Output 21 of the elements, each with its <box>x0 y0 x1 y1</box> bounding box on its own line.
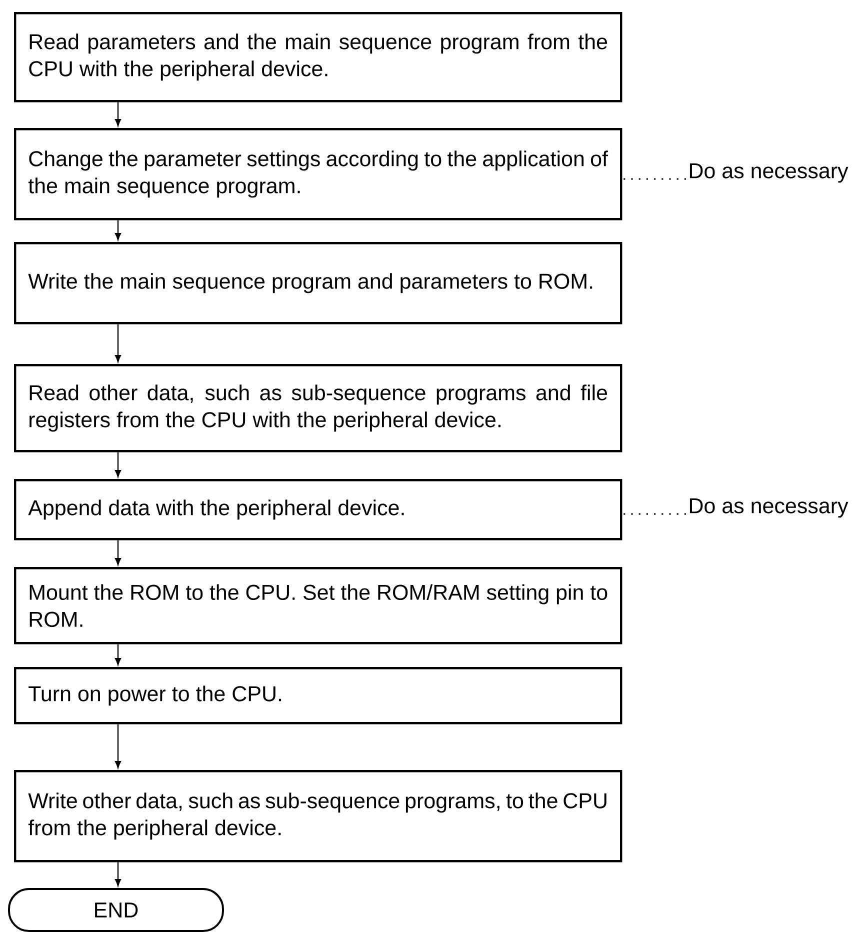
leader-line <box>622 513 686 515</box>
process-box: Write other data, such as sub-sequence programs, to the CPU from the peripheral device. <box>14 770 622 862</box>
process-box: Read other data, such as sub-sequence programs and file registers from the CPU with the peripheral device. <box>14 364 622 452</box>
process-box: Change the parameter settings according to the application of the main sequence program. <box>14 128 622 220</box>
process-box: Append data with the peripheral device. <box>14 479 622 540</box>
process-box: Write the main sequence program and parameters to ROM. <box>14 242 622 324</box>
side-note: Do as necessary <box>690 498 848 518</box>
arrow <box>114 102 122 126</box>
arrow <box>114 220 122 240</box>
side-note: Do as necessary <box>690 163 848 183</box>
arrow <box>114 324 122 362</box>
arrow <box>114 862 122 886</box>
process-box: Mount the ROM to the CPU. Set the ROM/RAM setting pin to ROM. <box>14 567 622 644</box>
arrow <box>114 452 122 478</box>
arrow <box>114 724 122 768</box>
arrow <box>114 644 122 666</box>
terminal-box: END <box>8 888 224 932</box>
process-box: Turn on power to the CPU. <box>14 667 622 724</box>
leader-line <box>622 178 686 180</box>
process-box: Read parameters and the main sequence program from the CPU with the peripheral device. <box>14 12 622 102</box>
arrow <box>114 540 122 566</box>
